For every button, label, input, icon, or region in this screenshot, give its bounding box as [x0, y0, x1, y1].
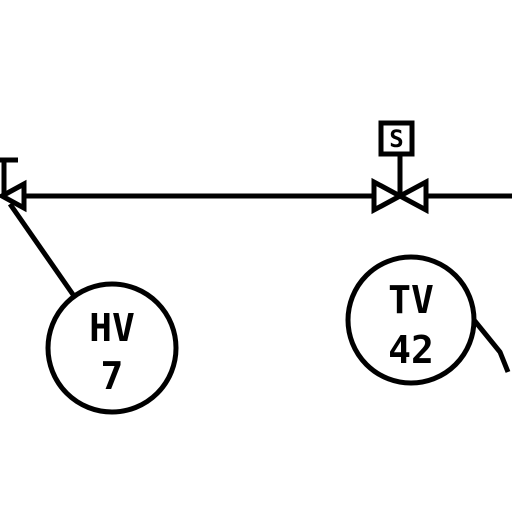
tv-leader-line — [472, 318, 511, 373]
hand-valve-body — [0, 179, 27, 213]
solenoid-valve-symbol: S — [371, 120, 429, 215]
valve-triangle-right — [394, 177, 429, 215]
tv-number-label: 42 — [388, 328, 434, 372]
tv-function-label: TV — [388, 278, 434, 322]
hv-function-label: HV — [89, 306, 135, 350]
hv-number-label: 7 — [101, 354, 124, 398]
hv-bubble-circle — [45, 281, 179, 415]
solenoid-box — [378, 120, 415, 157]
valve-triangle-left — [371, 177, 406, 215]
instrument-bubble-tv: TV 42 — [345, 254, 477, 386]
hv-leader-line — [7, 202, 77, 298]
instrument-bubble-hv: HV 7 — [45, 281, 179, 415]
hand-valve-symbol — [0, 157, 27, 213]
solenoid-label: S — [389, 125, 403, 153]
